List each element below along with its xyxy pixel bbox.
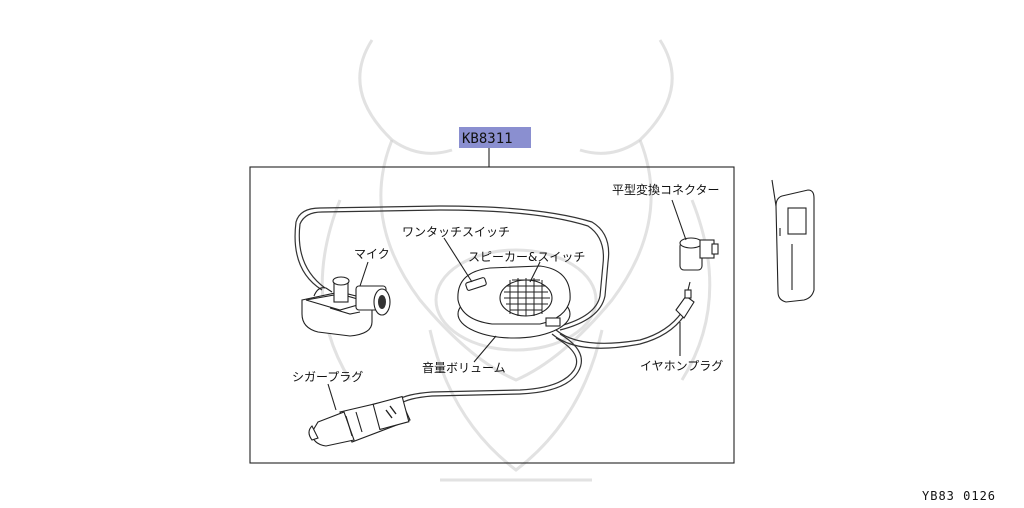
earphone-plug-part [675,281,695,319]
label-earphone-plug: イヤホンプラグ [640,359,723,373]
part-number-text: KB8311 [462,131,513,147]
label-one-touch-switch: ワンタッチスイッチ [402,225,510,239]
cigar-plug-part [308,395,411,447]
label-mic: マイク [354,247,390,261]
label-cigar-plug: シガープラグ [292,370,363,384]
part-number-highlight [459,127,531,148]
speaker-switch-unit [457,265,571,339]
conversion-connector-part [679,237,719,271]
cables [294,205,685,405]
leader-lines [327,199,687,411]
kit-outline-box [249,166,735,464]
label-conversion-connector: 平型変換コネクター [612,182,720,197]
mobile-phone-illustration [771,179,815,303]
microphone-part [301,276,391,337]
part-number-tag[interactable]: KB8311 [459,127,531,148]
diagram-code: YB83 0126 [922,489,996,503]
label-volume: 音量ボリューム [422,360,506,375]
watermark-helmet-logo [320,39,712,482]
label-speaker-switch: スピーカー&スイッチ [468,250,585,264]
